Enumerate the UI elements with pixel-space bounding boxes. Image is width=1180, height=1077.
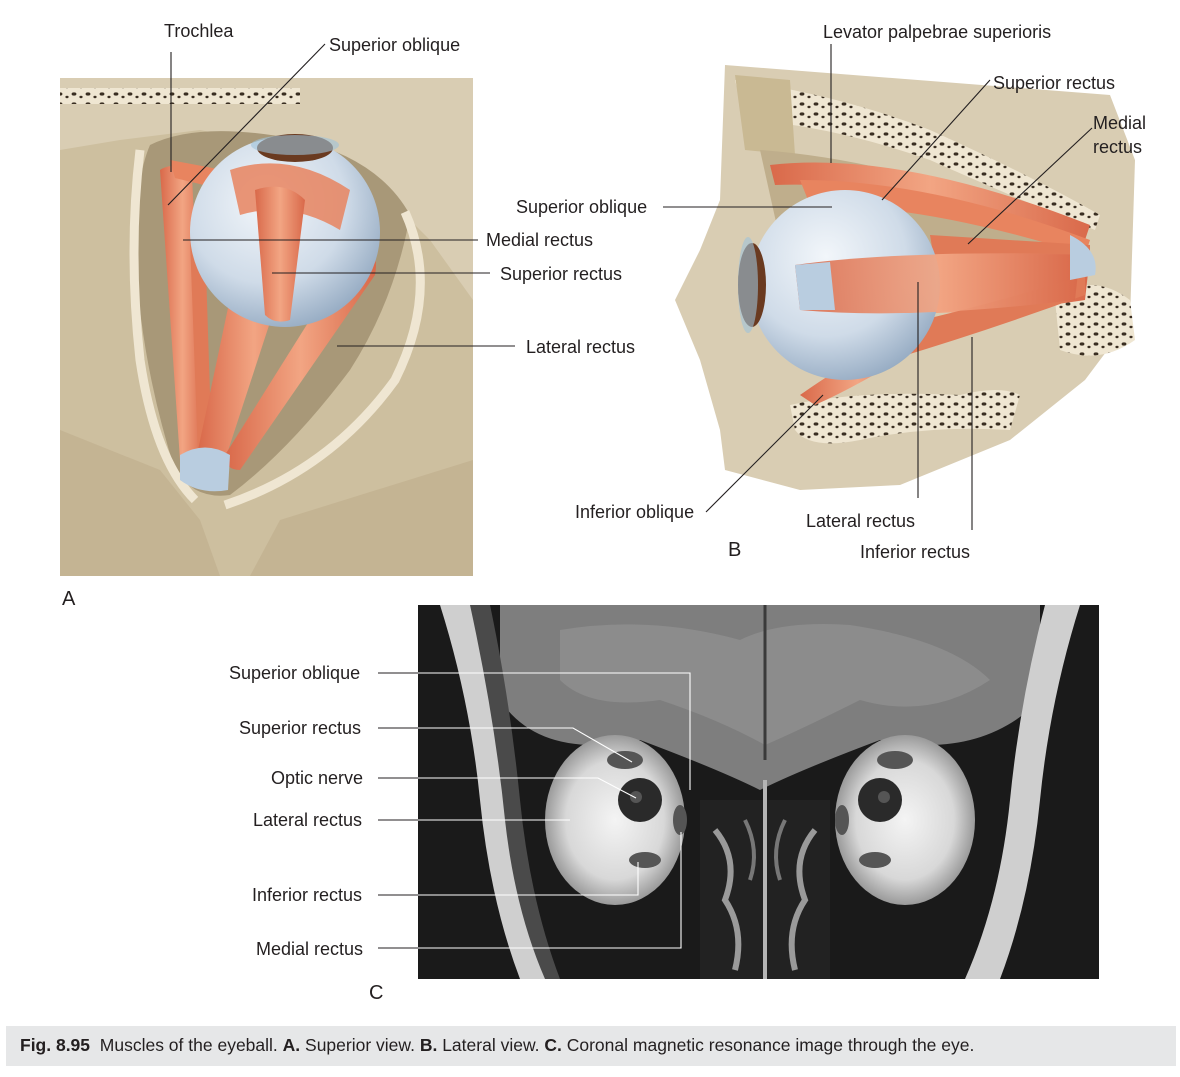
panel-letter-a: A: [62, 588, 76, 610]
caption-c-text: Coronal magnetic resonance image through…: [566, 1035, 975, 1055]
panel-letter-c: C: [369, 982, 383, 1004]
label-b-inferior-rectus: Inferior rectus: [860, 542, 970, 562]
label-b-medial-rectus-line1: Medial: [1093, 113, 1146, 133]
label-a-superior-oblique: Superior oblique: [329, 35, 460, 55]
label-c-optic-nerve: Optic nerve: [271, 768, 363, 788]
label-b-inferior-oblique: Inferior oblique: [575, 502, 694, 522]
panel-a-illustration: [60, 78, 473, 576]
panel-letter-b: B: [728, 539, 741, 561]
label-c-medial-rectus: Medial rectus: [256, 939, 363, 959]
caption-fig-number: Fig. 8.95: [20, 1035, 91, 1055]
label-b-levator: Levator palpebrae superioris: [823, 22, 1051, 42]
label-b-superior-rectus: Superior rectus: [993, 73, 1115, 93]
label-c-inferior-rectus: Inferior rectus: [252, 885, 362, 905]
caption-c-letter: C.: [544, 1035, 562, 1055]
figure-caption: Fig. 8.95 Muscles of the eyeball. A. Sup…: [6, 1026, 1176, 1066]
label-a-medial-rectus: Medial rectus: [486, 230, 593, 250]
label-c-lateral-rectus: Lateral rectus: [253, 810, 362, 830]
label-b-lateral-rectus: Lateral rectus: [806, 511, 915, 531]
caption-b-text: Lateral view.: [442, 1035, 540, 1055]
label-c-superior-rectus: Superior rectus: [239, 718, 361, 738]
label-b-superior-oblique: Superior oblique: [516, 197, 647, 217]
label-trochlea: Trochlea: [164, 21, 234, 41]
caption-a-letter: A.: [282, 1035, 301, 1055]
caption-text: Muscles of the eyeball.: [99, 1035, 278, 1055]
panel-c-mri-image: [418, 605, 1099, 979]
panel-b-illustration: [675, 65, 1135, 490]
label-a-superior-rectus: Superior rectus: [500, 264, 622, 284]
label-b-medial-rectus-line2: rectus: [1093, 137, 1142, 157]
label-c-superior-oblique: Superior oblique: [229, 663, 360, 683]
label-a-lateral-rectus: Lateral rectus: [526, 337, 635, 357]
caption-b-letter: B.: [419, 1035, 438, 1055]
caption-a-text: Superior view.: [305, 1035, 415, 1055]
